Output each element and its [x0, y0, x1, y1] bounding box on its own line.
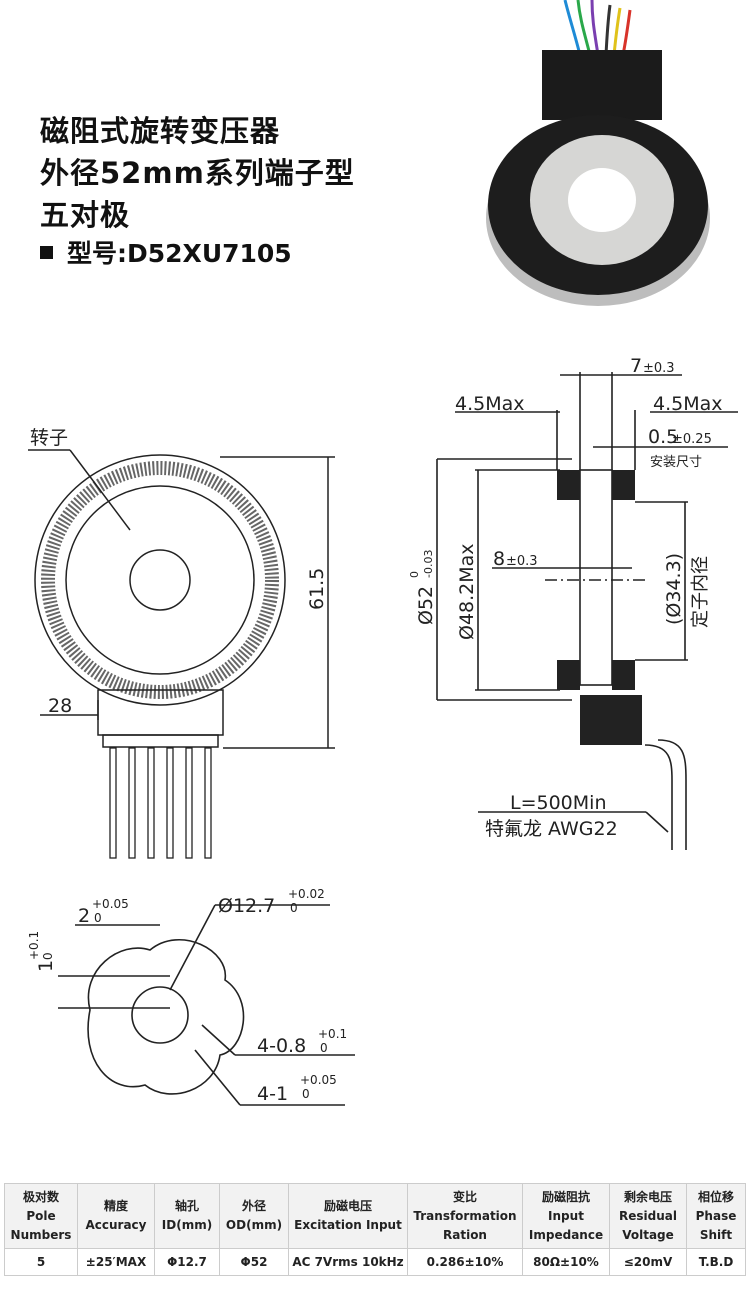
total-width-dim: 7 [630, 355, 642, 377]
lead-length: L=500Min [510, 792, 606, 814]
rotor-detail-drawing: 2 +0.05 0 1 +0.1 0 Ø12.7 +0.02 0 4-0.8 +… [27, 887, 355, 1106]
rotor-width-tol: ±0.3 [506, 554, 538, 569]
bullet-square-icon [40, 245, 53, 259]
cell-impedance: 80Ω±10% [522, 1248, 610, 1276]
cell-pole-numbers: 5 [4, 1248, 78, 1276]
inner-max-dim: Ø48.2Max [456, 543, 478, 640]
title-line-3: 五对极 [40, 198, 131, 232]
slot1-lower: 0 [320, 1041, 328, 1055]
total-width-tol: ±0.3 [643, 361, 675, 376]
cell-accuracy: ±25′MAX [77, 1248, 155, 1276]
cell-residual: ≤20mV [609, 1248, 687, 1276]
key-depth-lower: 0 [41, 952, 55, 960]
height-dimension: 61.5 [306, 568, 328, 610]
key-width-upper: +0.05 [92, 897, 129, 911]
right-max-dim: 4.5Max [653, 393, 723, 415]
lead-spec: 特氟龙 AWG22 [485, 818, 618, 840]
key-depth-dim: 1 [35, 960, 57, 972]
mount-dim: 0.5 [648, 426, 678, 448]
bore-dim: Ø12.7 [218, 895, 275, 917]
side-view-drawing: 7 ±0.3 4.5Max 4.5Max 0.5 ±0.25 安装尺寸 Ø52 … [408, 355, 738, 850]
title-line-1: 磁阻式旋转变压器 [40, 114, 281, 148]
width-dimension: 28 [48, 695, 72, 717]
key-width-dim: 2 [78, 905, 90, 927]
cell-excitation: AC 7Vrms 10kHz [288, 1248, 408, 1276]
stator-id-dim: (Ø34.3) [663, 553, 685, 625]
slot2-lower: 0 [302, 1087, 310, 1101]
od-tol-lower: -0.03 [422, 550, 435, 578]
slot2-dim: 4-1 [257, 1083, 288, 1105]
bore-upper: +0.02 [288, 887, 325, 901]
od-dim: Ø52 [415, 586, 437, 625]
cell-od: Φ52 [219, 1248, 289, 1276]
rotor-width-dim: 8 [493, 548, 505, 570]
slot2-upper: +0.05 [300, 1073, 337, 1087]
model-number: 型号:D52XU7105 [40, 234, 292, 270]
od-tol-upper: 0 [408, 571, 421, 578]
table-row: 5 ±25′MAX Φ12.7 Φ52 AC 7Vrms 10kHz 0.286… [4, 1248, 746, 1276]
title-line-2: 外径52mm系列端子型 [40, 156, 355, 190]
cell-id: Φ12.7 [154, 1248, 220, 1276]
front-view-drawing: 转子 28 61.5 [28, 427, 335, 859]
slot1-dim: 4-0.8 [257, 1035, 306, 1057]
cell-phase-shift: T.B.D [686, 1248, 746, 1276]
model-text: 型号:D52XU7105 [67, 239, 292, 268]
slot1-upper: +0.1 [318, 1027, 347, 1041]
key-depth-upper: +0.1 [27, 931, 41, 960]
key-width-lower: 0 [94, 911, 102, 925]
stator-id-label: 定子内径 [690, 556, 711, 628]
bore-lower: 0 [290, 901, 298, 915]
product-photo [486, 0, 710, 306]
mount-label: 安装尺寸 [650, 455, 702, 470]
cell-transformation: 0.286±10% [407, 1248, 523, 1276]
left-max-dim: 4.5Max [455, 393, 525, 415]
rotor-label: 转子 [30, 427, 68, 449]
mount-tol: ±0.25 [672, 432, 712, 447]
